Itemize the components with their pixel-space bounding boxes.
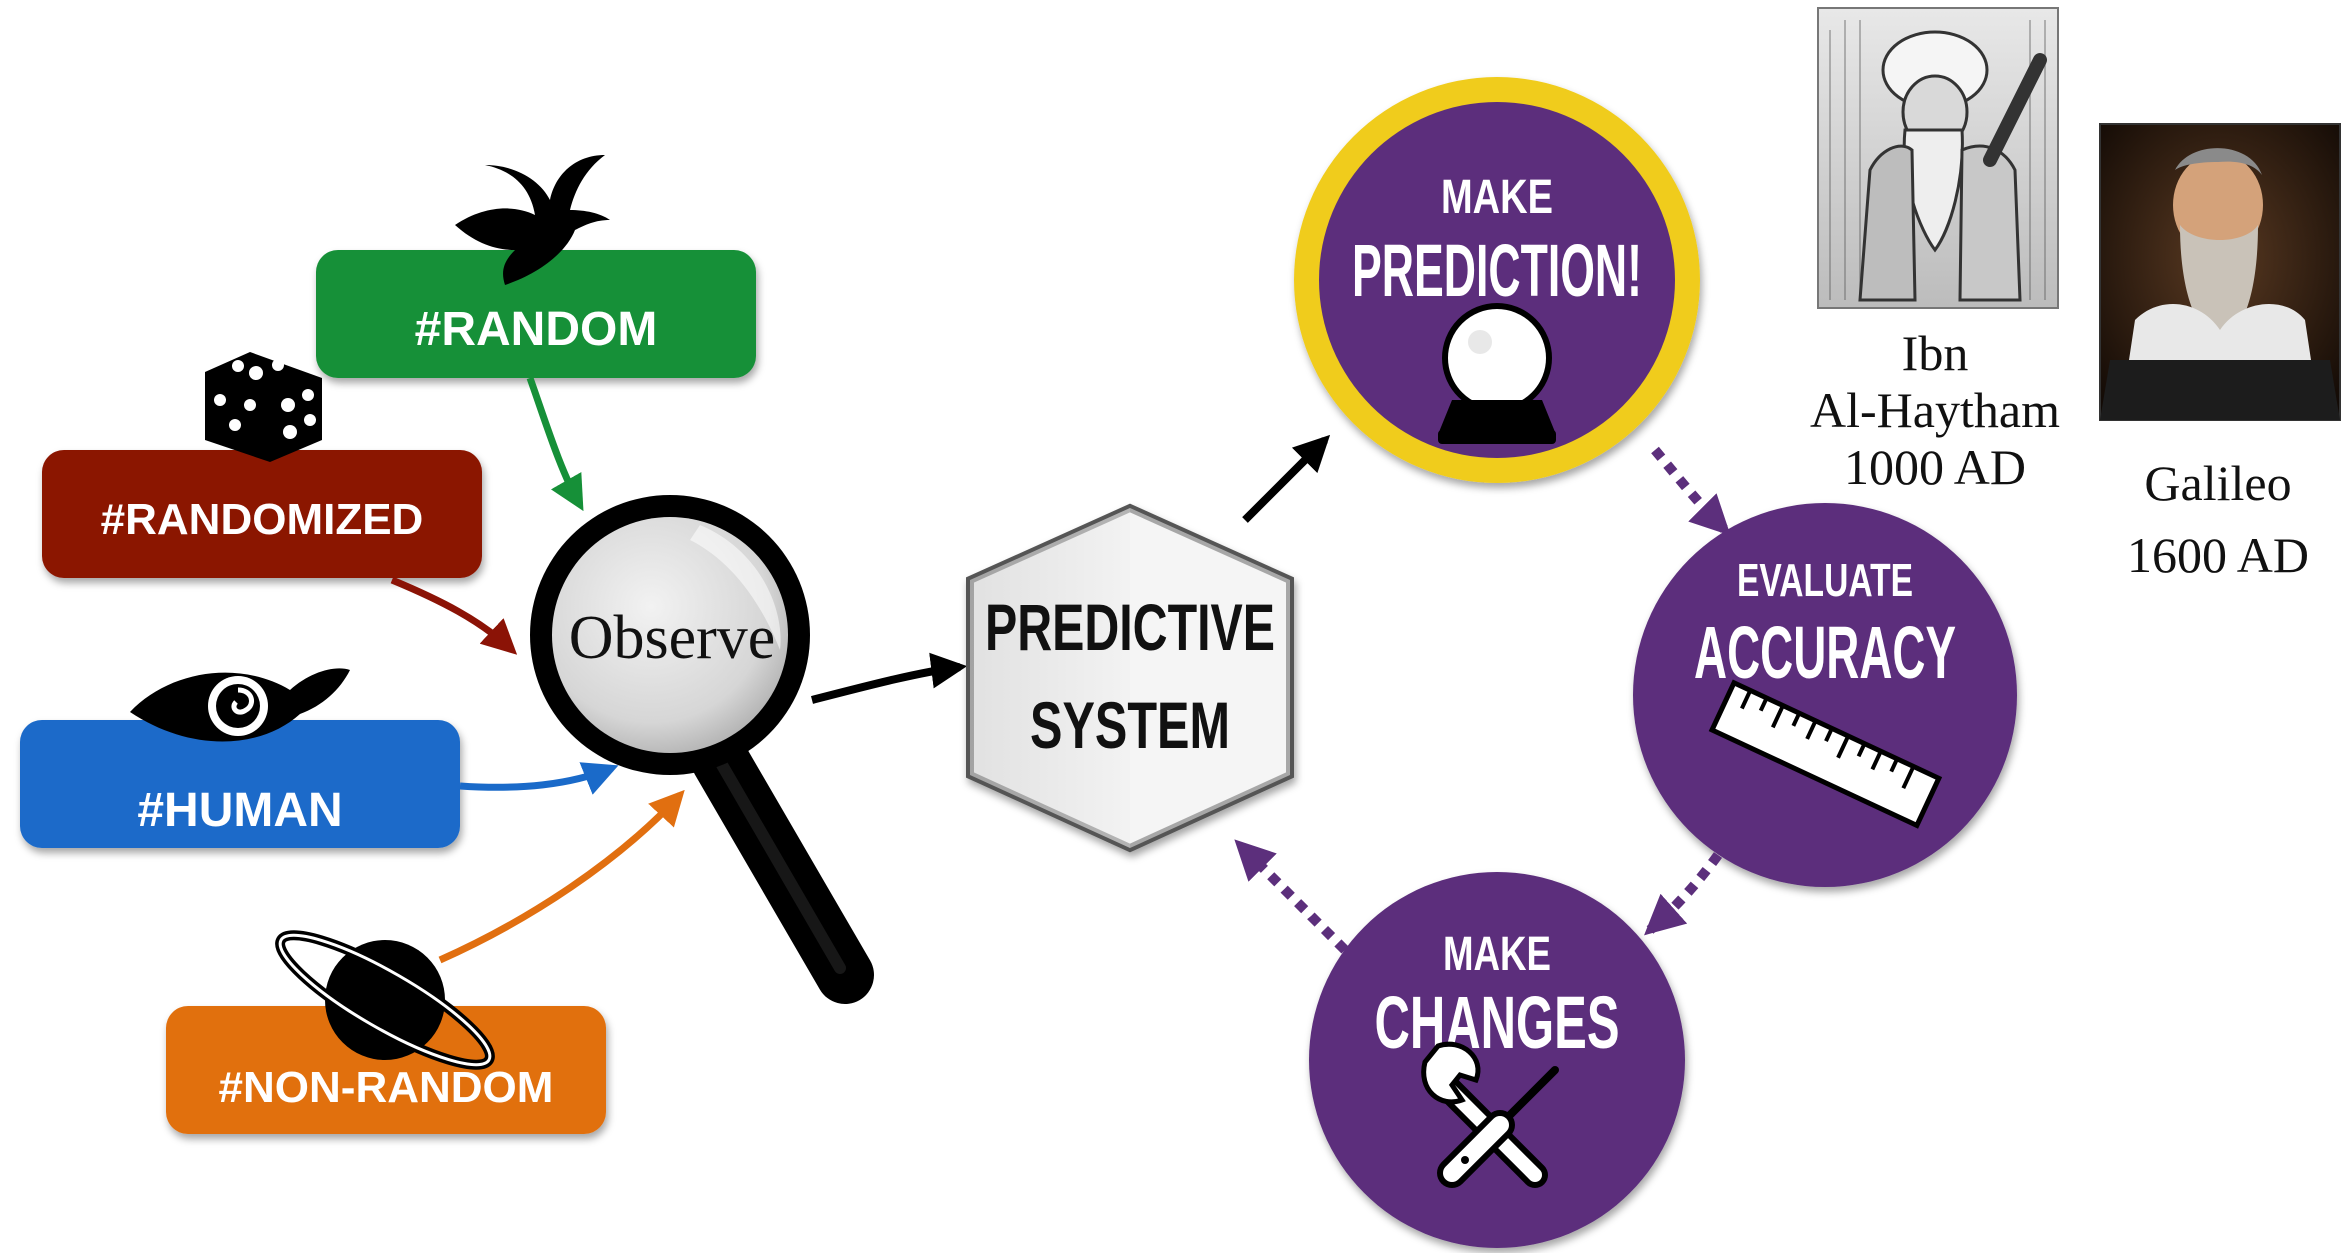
predictive-system-line2: SYSTEM <box>1030 688 1230 762</box>
tag-random: #RANDOM <box>316 250 756 378</box>
arrow-evaluate-to-changes <box>1644 852 1723 936</box>
arrow-changes-to-system <box>1234 839 1349 954</box>
arrow-randomized <box>390 576 518 655</box>
evaluate-line2: ACCURACY <box>1694 611 1956 694</box>
prediction-node <box>1294 77 1700 483</box>
observe-lens <box>552 517 788 753</box>
tag-random-box <box>316 250 756 378</box>
arrow-observe-to-system <box>810 652 968 704</box>
eye-icon <box>130 668 350 742</box>
tag-non-random: #NON-RANDOM <box>166 1006 606 1134</box>
scientist-1-era: 1000 AD <box>1844 439 2026 495</box>
tools-icon <box>1421 1041 1559 1188</box>
arrow-non-random <box>438 789 685 964</box>
tag-human: #HUMAN <box>20 720 460 848</box>
changes-node <box>1309 872 1685 1248</box>
ruler-icon <box>1708 679 1943 829</box>
scientist-1-name-line2: Al-Haytham <box>1810 382 2060 438</box>
tag-human-box <box>20 720 460 848</box>
changes-circle <box>1309 872 1685 1248</box>
tag-non-random-label: #NON-RANDOM <box>219 1063 554 1112</box>
scientist-2-name-line1: Galileo <box>2144 455 2291 511</box>
arrow-human <box>459 762 619 795</box>
tag-randomized-label: #RANDOMIZED <box>101 495 424 544</box>
arrow-random <box>526 376 584 512</box>
scientist-1-name-line1: Ibn <box>1902 325 1969 381</box>
magnifying-glass-icon: Observe <box>530 495 874 1004</box>
arrow-system-to-prediction <box>1242 434 1331 523</box>
changes-line1: MAKE <box>1443 928 1551 981</box>
arrow-prediction-to-evaluate <box>1651 446 1731 536</box>
prediction-line1: MAKE <box>1441 171 1553 224</box>
bird-icon <box>455 155 610 285</box>
portrait-ibn-al-haytham-icon <box>1817 7 2059 309</box>
portrait-galileo-icon <box>2099 123 2341 421</box>
predictive-system-hexagon <box>966 503 1294 853</box>
tag-randomized-box <box>42 450 482 578</box>
prediction-line2: PREDICTION! <box>1352 229 1642 312</box>
crystal-ball-icon <box>1438 303 1556 444</box>
scientist-2-era: 1600 AD <box>2127 527 2309 583</box>
tag-random-label: #RANDOM <box>415 303 658 356</box>
changes-line2: CHANGES <box>1375 981 1620 1064</box>
input-arrows <box>390 376 685 964</box>
predictive-system-line1: PREDICTIVE <box>985 590 1275 664</box>
tag-randomized: #RANDOMIZED <box>42 450 482 578</box>
prediction-circle <box>1319 102 1675 458</box>
tag-non-random-box <box>166 1006 606 1134</box>
dice-icon <box>205 352 322 462</box>
planet-icon <box>275 930 495 1070</box>
observe-label: Observe <box>569 604 776 672</box>
tag-human-label: #HUMAN <box>137 784 342 837</box>
evaluate-line1: EVALUATE <box>1737 554 1913 606</box>
